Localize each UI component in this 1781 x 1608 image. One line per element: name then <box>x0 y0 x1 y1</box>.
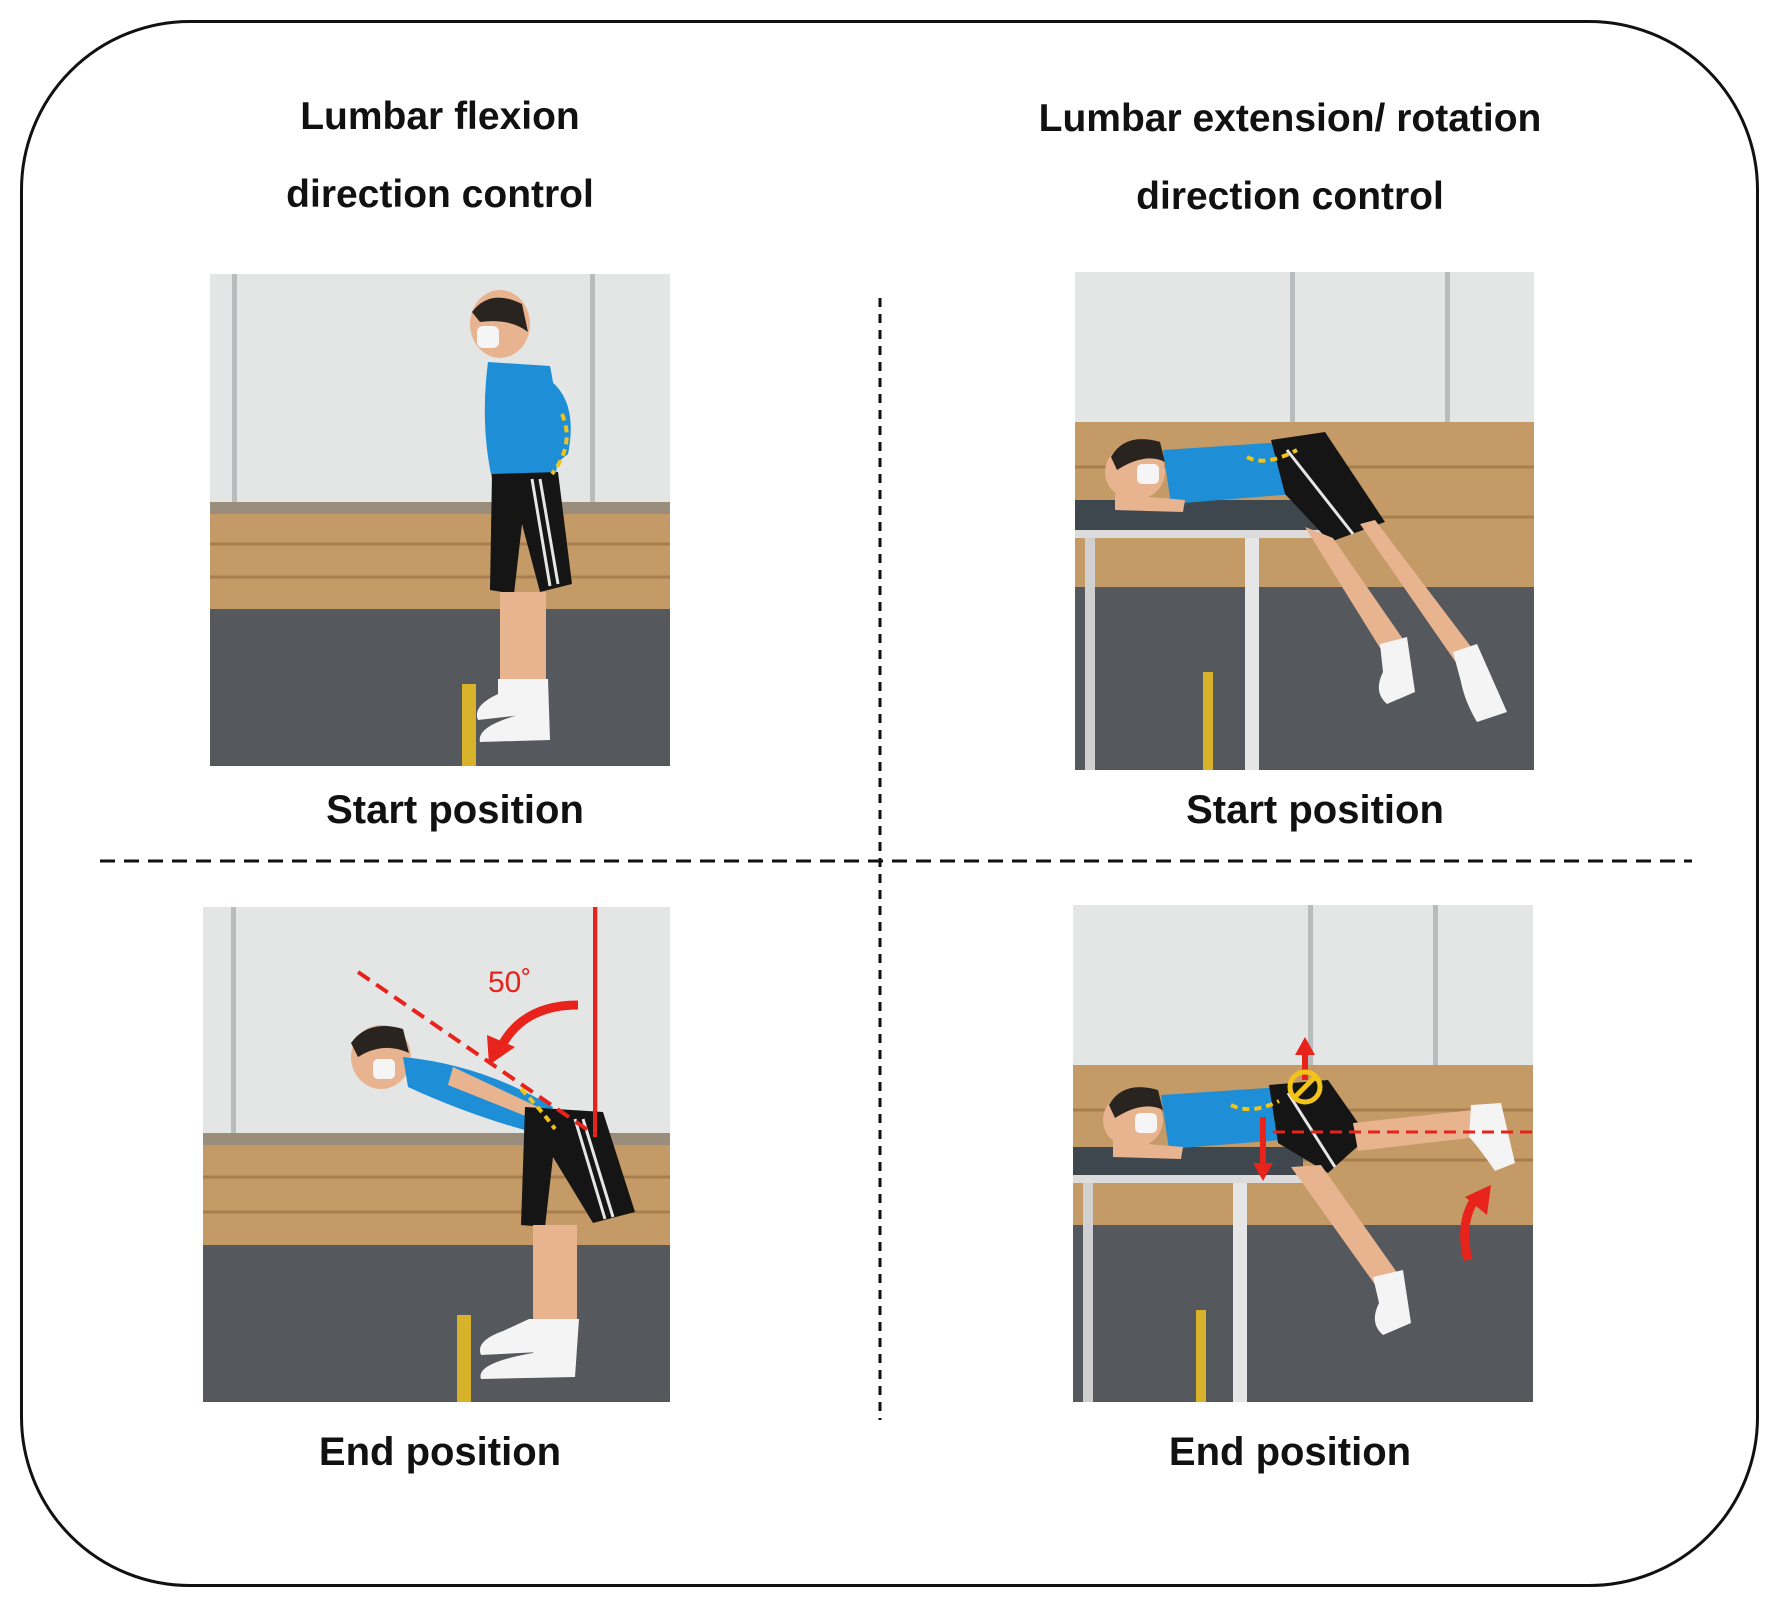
right-column-heading: Lumbar extension/ rotation direction con… <box>1000 80 1580 236</box>
right-heading-line1: Lumbar extension/ rotation <box>1038 97 1542 140</box>
photo-right-start <box>1075 272 1534 770</box>
left-column-heading: Lumbar flexion direction control <box>200 78 680 234</box>
photo-left-end: 50˚ <box>203 907 670 1402</box>
left-end-caption: End position <box>318 1430 562 1474</box>
photo-left-start <box>210 274 670 766</box>
right-heading-line2: direction control <box>1136 175 1444 218</box>
left-start-caption: Start position <box>326 788 584 832</box>
left-heading-line1: Lumbar flexion <box>300 95 580 138</box>
photo-right-end <box>1073 905 1533 1402</box>
left-heading-line2: direction control <box>286 173 594 216</box>
right-start-caption: Start position <box>1186 788 1444 832</box>
rounded-frame <box>20 20 1759 1587</box>
flexion-angle-label: 50˚ <box>488 966 531 999</box>
right-end-caption: End position <box>1168 1430 1412 1474</box>
